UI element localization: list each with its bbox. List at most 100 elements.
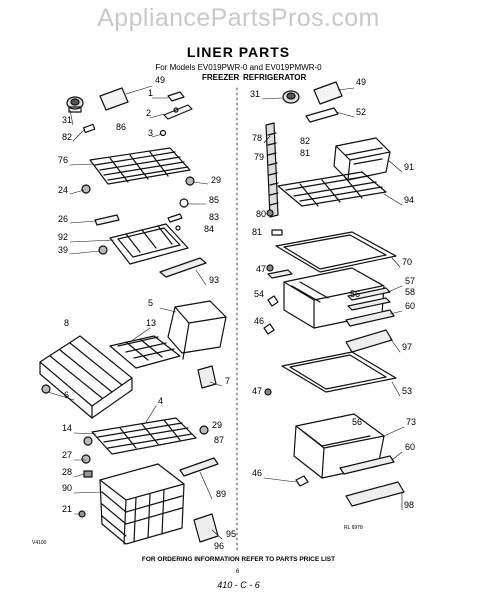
callout-14: 14 — [62, 423, 72, 433]
slide-part — [94, 214, 120, 226]
crisper-bin-small — [333, 137, 391, 181]
light-socket-part — [66, 96, 84, 113]
callout-56: 56 — [352, 417, 362, 427]
callout-7: 7 — [225, 376, 230, 386]
pivot-clips — [263, 264, 309, 487]
callout-8: 8 — [64, 318, 69, 328]
callout-24: 24 — [58, 185, 68, 195]
callout-82: 82 — [62, 132, 72, 142]
callout-97: 97 — [402, 342, 412, 352]
freezer-wire-shelf-top — [81, 147, 195, 194]
slide-hardware-parts — [167, 198, 189, 231]
callout-85: 85 — [209, 195, 219, 205]
callout-94: 94 — [404, 195, 414, 205]
bracket-part — [197, 365, 217, 389]
callout-81: 81 — [300, 148, 310, 158]
callout-86: 86 — [116, 122, 126, 132]
basket-fittings — [78, 454, 93, 518]
callout-78: 78 — [252, 133, 262, 143]
screw-part — [83, 123, 167, 137]
left-code: V4100 — [32, 540, 47, 546]
callout-60: 60 — [405, 442, 415, 452]
shelf-clip-parts — [266, 209, 283, 236]
callout-76: 76 — [58, 155, 68, 165]
callout-95: 95 — [226, 529, 236, 539]
ice-bin-part — [167, 300, 227, 360]
model-subtitle: For Models EV019PWR-0 and EV019PMWR-0 — [155, 63, 322, 72]
meat-drawer-part — [293, 413, 385, 479]
callout-98: 98 — [404, 500, 414, 510]
callout-73: 73 — [406, 417, 416, 427]
callout-47: 47 — [252, 386, 262, 396]
callout-47: 47 — [256, 264, 266, 274]
drawing-code: RL 6978 — [344, 525, 363, 531]
glass-shelf-part — [267, 231, 397, 279]
callout-83: 83 — [209, 212, 219, 222]
callout-57: 57 — [405, 276, 415, 286]
callout-13: 13 — [146, 318, 156, 328]
callout-1: 1 — [148, 88, 153, 98]
light-shield-part — [99, 87, 129, 111]
basket-rail-part — [179, 457, 219, 477]
callout-93: 93 — [209, 275, 219, 285]
control-bracket-part — [163, 91, 193, 120]
callout-46: 46 — [252, 468, 262, 478]
watermark: AppliancePartsPros.com — [97, 4, 380, 32]
page-mark: 6 — [236, 569, 240, 575]
callout-5: 5 — [148, 298, 153, 308]
shelf-rail-part — [159, 257, 207, 278]
refrigerator-shelf-upper — [277, 171, 387, 207]
callout-46: 46 — [254, 316, 264, 326]
crisper-rails — [345, 287, 395, 327]
callout-79: 79 — [254, 152, 264, 162]
callout-87: 87 — [214, 435, 224, 445]
callout-89: 89 — [216, 489, 226, 499]
callout-52: 52 — [356, 107, 366, 117]
callout-28: 28 — [62, 467, 72, 477]
callout-29: 29 — [212, 420, 222, 430]
freezer-label: FREEZER — [202, 73, 240, 82]
glass-shelf-lower — [281, 351, 397, 393]
callout-2: 2 — [146, 108, 151, 118]
callout-3: 3 — [148, 128, 153, 138]
callout-58: 58 — [405, 287, 415, 297]
ice-tray-part — [109, 335, 181, 369]
drawer-slide-part — [345, 329, 393, 353]
callout-92: 92 — [58, 232, 68, 242]
callout-54: 54 — [254, 289, 264, 299]
drawer-rails-lower — [339, 455, 405, 507]
callout-21: 21 — [62, 504, 72, 514]
diagram-title: LINER PARTS — [186, 44, 291, 60]
refrigerator-light-bracket — [305, 107, 339, 123]
callout-39: 39 — [58, 245, 68, 255]
refrigerator-light-socket — [282, 90, 300, 104]
callout-82: 82 — [300, 136, 310, 146]
callout-53: 53 — [402, 386, 412, 396]
callout-29: 29 — [211, 175, 221, 185]
callout-49: 49 — [356, 77, 366, 87]
freezer-basket-wire — [39, 335, 133, 419]
cover-part — [193, 513, 219, 543]
callout-31: 31 — [62, 115, 72, 125]
callout-4: 4 — [158, 396, 163, 406]
callout-90: 90 — [62, 483, 72, 493]
ice-shelf-part — [98, 223, 189, 265]
shelf-ladder-part — [265, 122, 279, 218]
freezer-wire-shelf-lower — [83, 417, 209, 455]
refrigerator-label: REFRIGERATOR — [243, 73, 307, 82]
refrigerator-light-shield — [313, 81, 343, 105]
ordering-footer: FOR ORDERING INFORMATION REFER TO PARTS … — [141, 556, 336, 563]
callout-81: 81 — [252, 227, 262, 237]
callout-80: 80 — [256, 209, 266, 219]
callout-26: 26 — [58, 214, 68, 224]
callout-6: 6 — [64, 390, 69, 400]
page-number: 410 - C - 6 — [217, 580, 260, 590]
wire-basket-part — [99, 463, 185, 545]
callout-27: 27 — [62, 450, 72, 460]
leader-lines — [47, 85, 405, 540]
callout-96: 96 — [214, 541, 224, 551]
callout-70: 70 — [402, 257, 412, 267]
